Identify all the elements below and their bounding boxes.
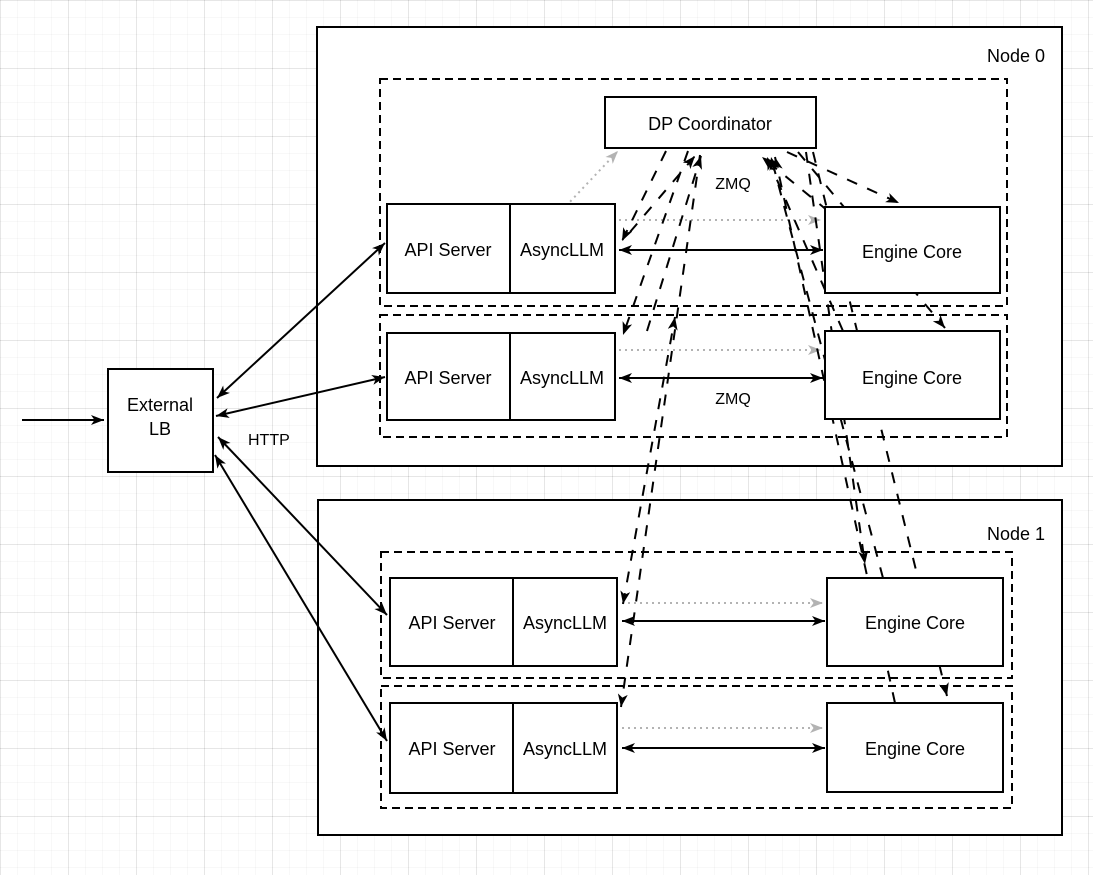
api-async-box-n1r2 [389, 702, 618, 794]
node0-label: Node 0 [987, 46, 1045, 66]
async-n0r1-to-dp-dashed [629, 155, 696, 233]
lb-to-api-n0r1-arrow [216, 242, 386, 399]
lb-to-api-n1r2-arrow [214, 454, 388, 742]
node0-row1-dashed-group [379, 78, 1008, 307]
engine-core-label-n1r2: Engine Core [865, 739, 965, 759]
dp-to-async-n0r1-dashed [621, 150, 667, 242]
api-server-label-n0r1: API Server [404, 240, 491, 260]
engine-core-box-n0r2 [824, 330, 1001, 420]
external-lb-box [107, 368, 214, 473]
http-edge-label: HTTP [248, 432, 290, 449]
engine-core-box-n0r1 [824, 206, 1001, 294]
engine-core-label-n1r1: Engine Core [865, 613, 965, 633]
boxes [107, 96, 1004, 794]
zmq-coordinator-edge-label: ZMQ [715, 176, 751, 193]
async-llm-label-n0r1: AsyncLLM [520, 240, 604, 260]
labels: Node 0 Node 1 DP Coordinator External LB… [127, 46, 1045, 759]
api-async-box-n0r2 [386, 332, 616, 421]
async-n1r1-dp-dashed [620, 316, 678, 605]
engine-core-box-n1r2 [826, 702, 1004, 793]
lb-to-api-n0r2-arrow [215, 375, 386, 418]
dp-to-async-n1r2-dashed [617, 154, 701, 708]
engine-n1r1-to-dp-dashed [769, 156, 884, 579]
async-llm-label-n1r2: AsyncLLM [523, 739, 607, 759]
connectors [22, 150, 949, 753]
node1-label: Node 1 [987, 524, 1045, 544]
api-async-box-n0r1 [386, 203, 616, 294]
async-n0r2-to-dp-dashed [646, 155, 702, 332]
dp-coordinator-box [604, 96, 817, 149]
async-to-coordinator-dotted-arrow [565, 150, 619, 207]
api-server-label-n0r2: API Server [404, 368, 491, 388]
async-llm-label-n1r1: AsyncLLM [523, 613, 607, 633]
external-lb-label-line1: External [127, 395, 193, 415]
api-async-box-n1r1 [389, 577, 618, 667]
dp-coordinator-label: DP Coordinator [648, 114, 772, 134]
dp-to-async-n0r2-dashed [622, 150, 689, 336]
external-lb-label-line2: LB [149, 419, 171, 439]
engine-core-label-n0r2: Engine Core [862, 368, 962, 388]
engine-core-box-n1r1 [826, 577, 1004, 667]
node1-row2-dashed-group [380, 685, 1013, 809]
api-server-label-n1r2: API Server [408, 739, 495, 759]
async-llm-label-n0r2: AsyncLLM [520, 368, 604, 388]
api-server-label-n1r1: API Server [408, 613, 495, 633]
engine-core-label-n0r1: Engine Core [862, 242, 962, 262]
zmq-row-edge-label: ZMQ [715, 391, 751, 408]
